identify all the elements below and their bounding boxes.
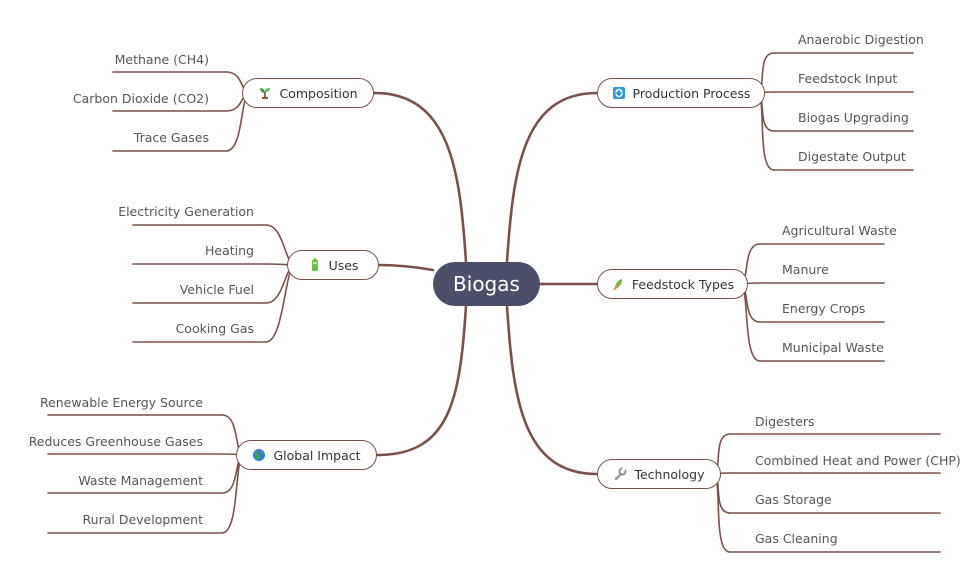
leaf-agricultural-waste[interactable]: Agricultural Waste [782, 223, 897, 238]
leaf-biogas-upgrading[interactable]: Biogas Upgrading [798, 110, 909, 125]
leaf-renewable-energy[interactable]: Renewable Energy Source [39, 395, 203, 410]
topic-technology[interactable]: Technology [597, 459, 721, 489]
topic-uses-label: Uses [328, 257, 359, 273]
branch-line-uses [377, 263, 435, 272]
leaf-methane[interactable]: Methane (CH4) [114, 52, 209, 67]
leaf-digesters[interactable]: Digesters [755, 414, 815, 429]
leaf-trace-gases[interactable]: Trace Gases [133, 130, 209, 145]
leaf-digestate-output[interactable]: Digestate Output [798, 149, 906, 164]
topic-production-process[interactable]: Production Process [597, 78, 765, 108]
topic-global-impact[interactable]: Global Impact [236, 440, 377, 470]
branch-line-composition [372, 91, 468, 264]
uses-connector-3 [265, 264, 296, 343]
leaf-anaerobic-digestion[interactable]: Anaerobic Digestion [798, 32, 924, 47]
topic-feedstock-types[interactable]: Feedstock Types [597, 269, 748, 299]
branch-line-production [505, 91, 599, 264]
seedling-icon [258, 86, 272, 100]
leaf-heating[interactable]: Heating [205, 243, 254, 258]
leaf-rural-development[interactable]: Rural Development [82, 512, 203, 527]
leaf-reduces-greenhouse[interactable]: Reduces Greenhouse Gases [28, 434, 203, 449]
leaf-manure[interactable]: Manure [782, 262, 829, 277]
topic-composition[interactable]: Composition [242, 78, 374, 108]
topic-global-impact-label: Global Impact [273, 447, 361, 463]
battery-icon [308, 258, 322, 272]
leaf-carbon-dioxide[interactable]: Carbon Dioxide (CO2) [72, 91, 209, 106]
leaf-gas-storage[interactable]: Gas Storage [755, 492, 832, 507]
topic-production-process-label: Production Process [632, 85, 751, 101]
topic-uses[interactable]: Uses [287, 250, 379, 280]
leaf-energy-crops[interactable]: Energy Crops [782, 301, 866, 316]
feedstock-connector-3 [739, 283, 761, 362]
central-topic[interactable]: Biogas [433, 262, 540, 306]
topic-composition-label: Composition [279, 85, 358, 101]
leaf-waste-management[interactable]: Waste Management [78, 473, 203, 488]
leaf-cooking-gas[interactable]: Cooking Gas [175, 321, 254, 336]
wrench-icon [613, 467, 627, 481]
globe-icon [252, 448, 266, 462]
topic-technology-label: Technology [634, 466, 705, 482]
leaf-municipal-waste[interactable]: Municipal Waste [782, 340, 884, 355]
branch-line-technology [505, 304, 599, 476]
branch-line-global-impact [375, 304, 468, 457]
central-topic-label: Biogas [453, 272, 520, 296]
cycle-icon [612, 86, 626, 100]
topic-feedstock-types-label: Feedstock Types [631, 276, 735, 292]
leaf-electricity-generation[interactable]: Electricity Generation [118, 204, 254, 219]
leaf-chp[interactable]: Combined Heat and Power (CHP) [755, 453, 961, 468]
leaf-vehicle-fuel[interactable]: Vehicle Fuel [179, 282, 254, 297]
leaf-gas-cleaning[interactable]: Gas Cleaning [755, 531, 838, 546]
leaf-feedstock-input[interactable]: Feedstock Input [798, 71, 898, 86]
leaf-icon [611, 277, 625, 291]
